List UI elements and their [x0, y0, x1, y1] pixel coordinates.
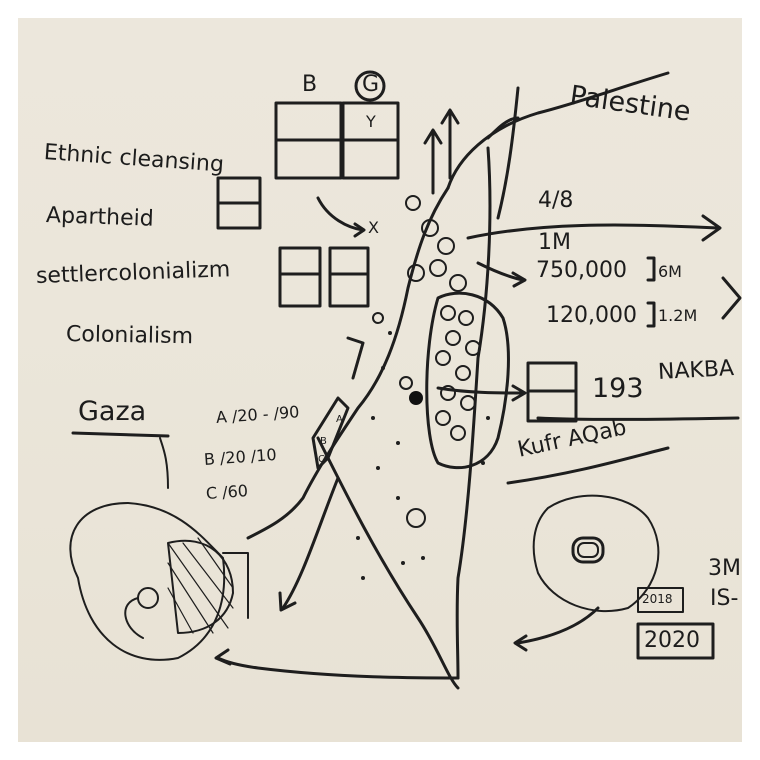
sketch-drawing [69, 70, 742, 690]
stat-4-8: 4/8 [538, 188, 574, 213]
border-line [486, 116, 520, 140]
letter-x: X [368, 218, 379, 237]
area-c: C /60 [205, 481, 249, 503]
stat-6m: 6M [658, 262, 682, 281]
map-letter-a: A [336, 414, 343, 425]
edge-3m: 3M [708, 556, 741, 581]
up-arrows [423, 108, 460, 195]
map-outline-right [455, 146, 492, 680]
gaza-underline [71, 431, 170, 438]
letter-b: B [302, 72, 318, 97]
edge-is: IS- [710, 586, 739, 611]
arrow-from-aqab [516, 606, 600, 645]
year-box-2020 [636, 622, 715, 660]
gaza-strip [311, 396, 350, 470]
term-apartheid: Apartheid [45, 203, 155, 232]
map-outline [246, 186, 450, 540]
arrow-to-750k [476, 261, 525, 282]
label-nakba: NAKBA [657, 356, 735, 385]
arrow-to-face [216, 656, 460, 680]
stat-193: 193 [592, 373, 644, 404]
arrow-down-left [281, 476, 340, 610]
jordan-river [496, 86, 520, 220]
stat-1m: 1M [538, 230, 571, 255]
arrow-x [316, 196, 365, 232]
whiteboard-photo: Palestine Ethnic cleansing Apartheid set… [18, 18, 742, 742]
stat-1-2m: 1.2M [658, 306, 698, 325]
year-box-2018 [637, 587, 684, 613]
diagonal-line [316, 436, 460, 690]
label-gaza: Gaza [78, 396, 147, 427]
top-line [446, 71, 670, 190]
arrow-to-box [436, 386, 525, 395]
letter-y: Y [366, 112, 376, 131]
term-colonialism: Colonialism [65, 322, 194, 350]
kufr-aqab-blob [532, 494, 660, 613]
west-bank-outline [425, 291, 510, 470]
year-2018: 2018 [642, 592, 673, 606]
g-circle [354, 70, 386, 102]
map-letter-c: C [318, 454, 325, 465]
map-letter-b: B [320, 436, 327, 447]
arrow-right [466, 223, 720, 240]
stat-750000: 750,000 [536, 258, 627, 283]
stat-120000: 120,000 [546, 303, 637, 328]
letter-g: G [362, 72, 380, 97]
year-2020: 2020 [644, 628, 700, 653]
face-sketch [69, 502, 226, 661]
